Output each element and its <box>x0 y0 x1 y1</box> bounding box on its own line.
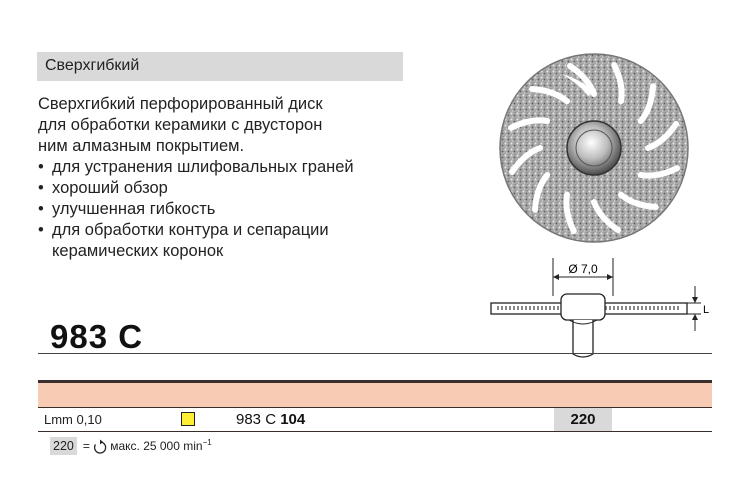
feature-item: для устранения шлифовальных граней <box>38 157 438 178</box>
thickness-label: L <box>703 304 709 316</box>
header-band <box>38 383 712 407</box>
technical-drawing: Ø 7,0 L <box>490 258 709 358</box>
category-bar: Сверхгибкий <box>37 52 403 81</box>
quantity-cell: 220 <box>554 408 612 431</box>
divider <box>38 353 712 354</box>
feature-item: улучшенная гибкость <box>38 199 438 220</box>
reference-number: 983 C 104 <box>236 411 306 428</box>
thickness-value: Lmm 0,10 <box>44 412 102 427</box>
table-row: Lmm 0,10 983 C 104 220 <box>38 408 712 431</box>
description-text: Сверхгибкий перфорированный диск для обр… <box>38 95 323 155</box>
feature-list: для устранения шлифовальных граней хорош… <box>38 157 438 262</box>
diameter-label: Ø 7,0 <box>568 262 598 276</box>
max-speed: макс. 25 000 min <box>110 439 203 453</box>
divider <box>38 380 712 383</box>
model-number: 983 C <box>50 318 144 355</box>
divider <box>38 407 712 408</box>
divider <box>38 431 712 432</box>
category-label: Сверхгибкий <box>45 57 140 74</box>
feature-item: хороший обзор <box>38 178 438 199</box>
speed-note: 220= макс. 25 000 min−1 <box>50 437 212 459</box>
code-box: 220 <box>50 437 77 455</box>
description: Сверхгибкий перфорированный диск для обр… <box>38 94 438 262</box>
feature-item: для обработки контура и сепарации керами… <box>38 220 438 262</box>
color-code-swatch <box>181 412 195 426</box>
diamond-disc-image <box>499 53 689 243</box>
rotation-icon <box>93 439 107 454</box>
speed-exponent: −1 <box>202 438 212 447</box>
